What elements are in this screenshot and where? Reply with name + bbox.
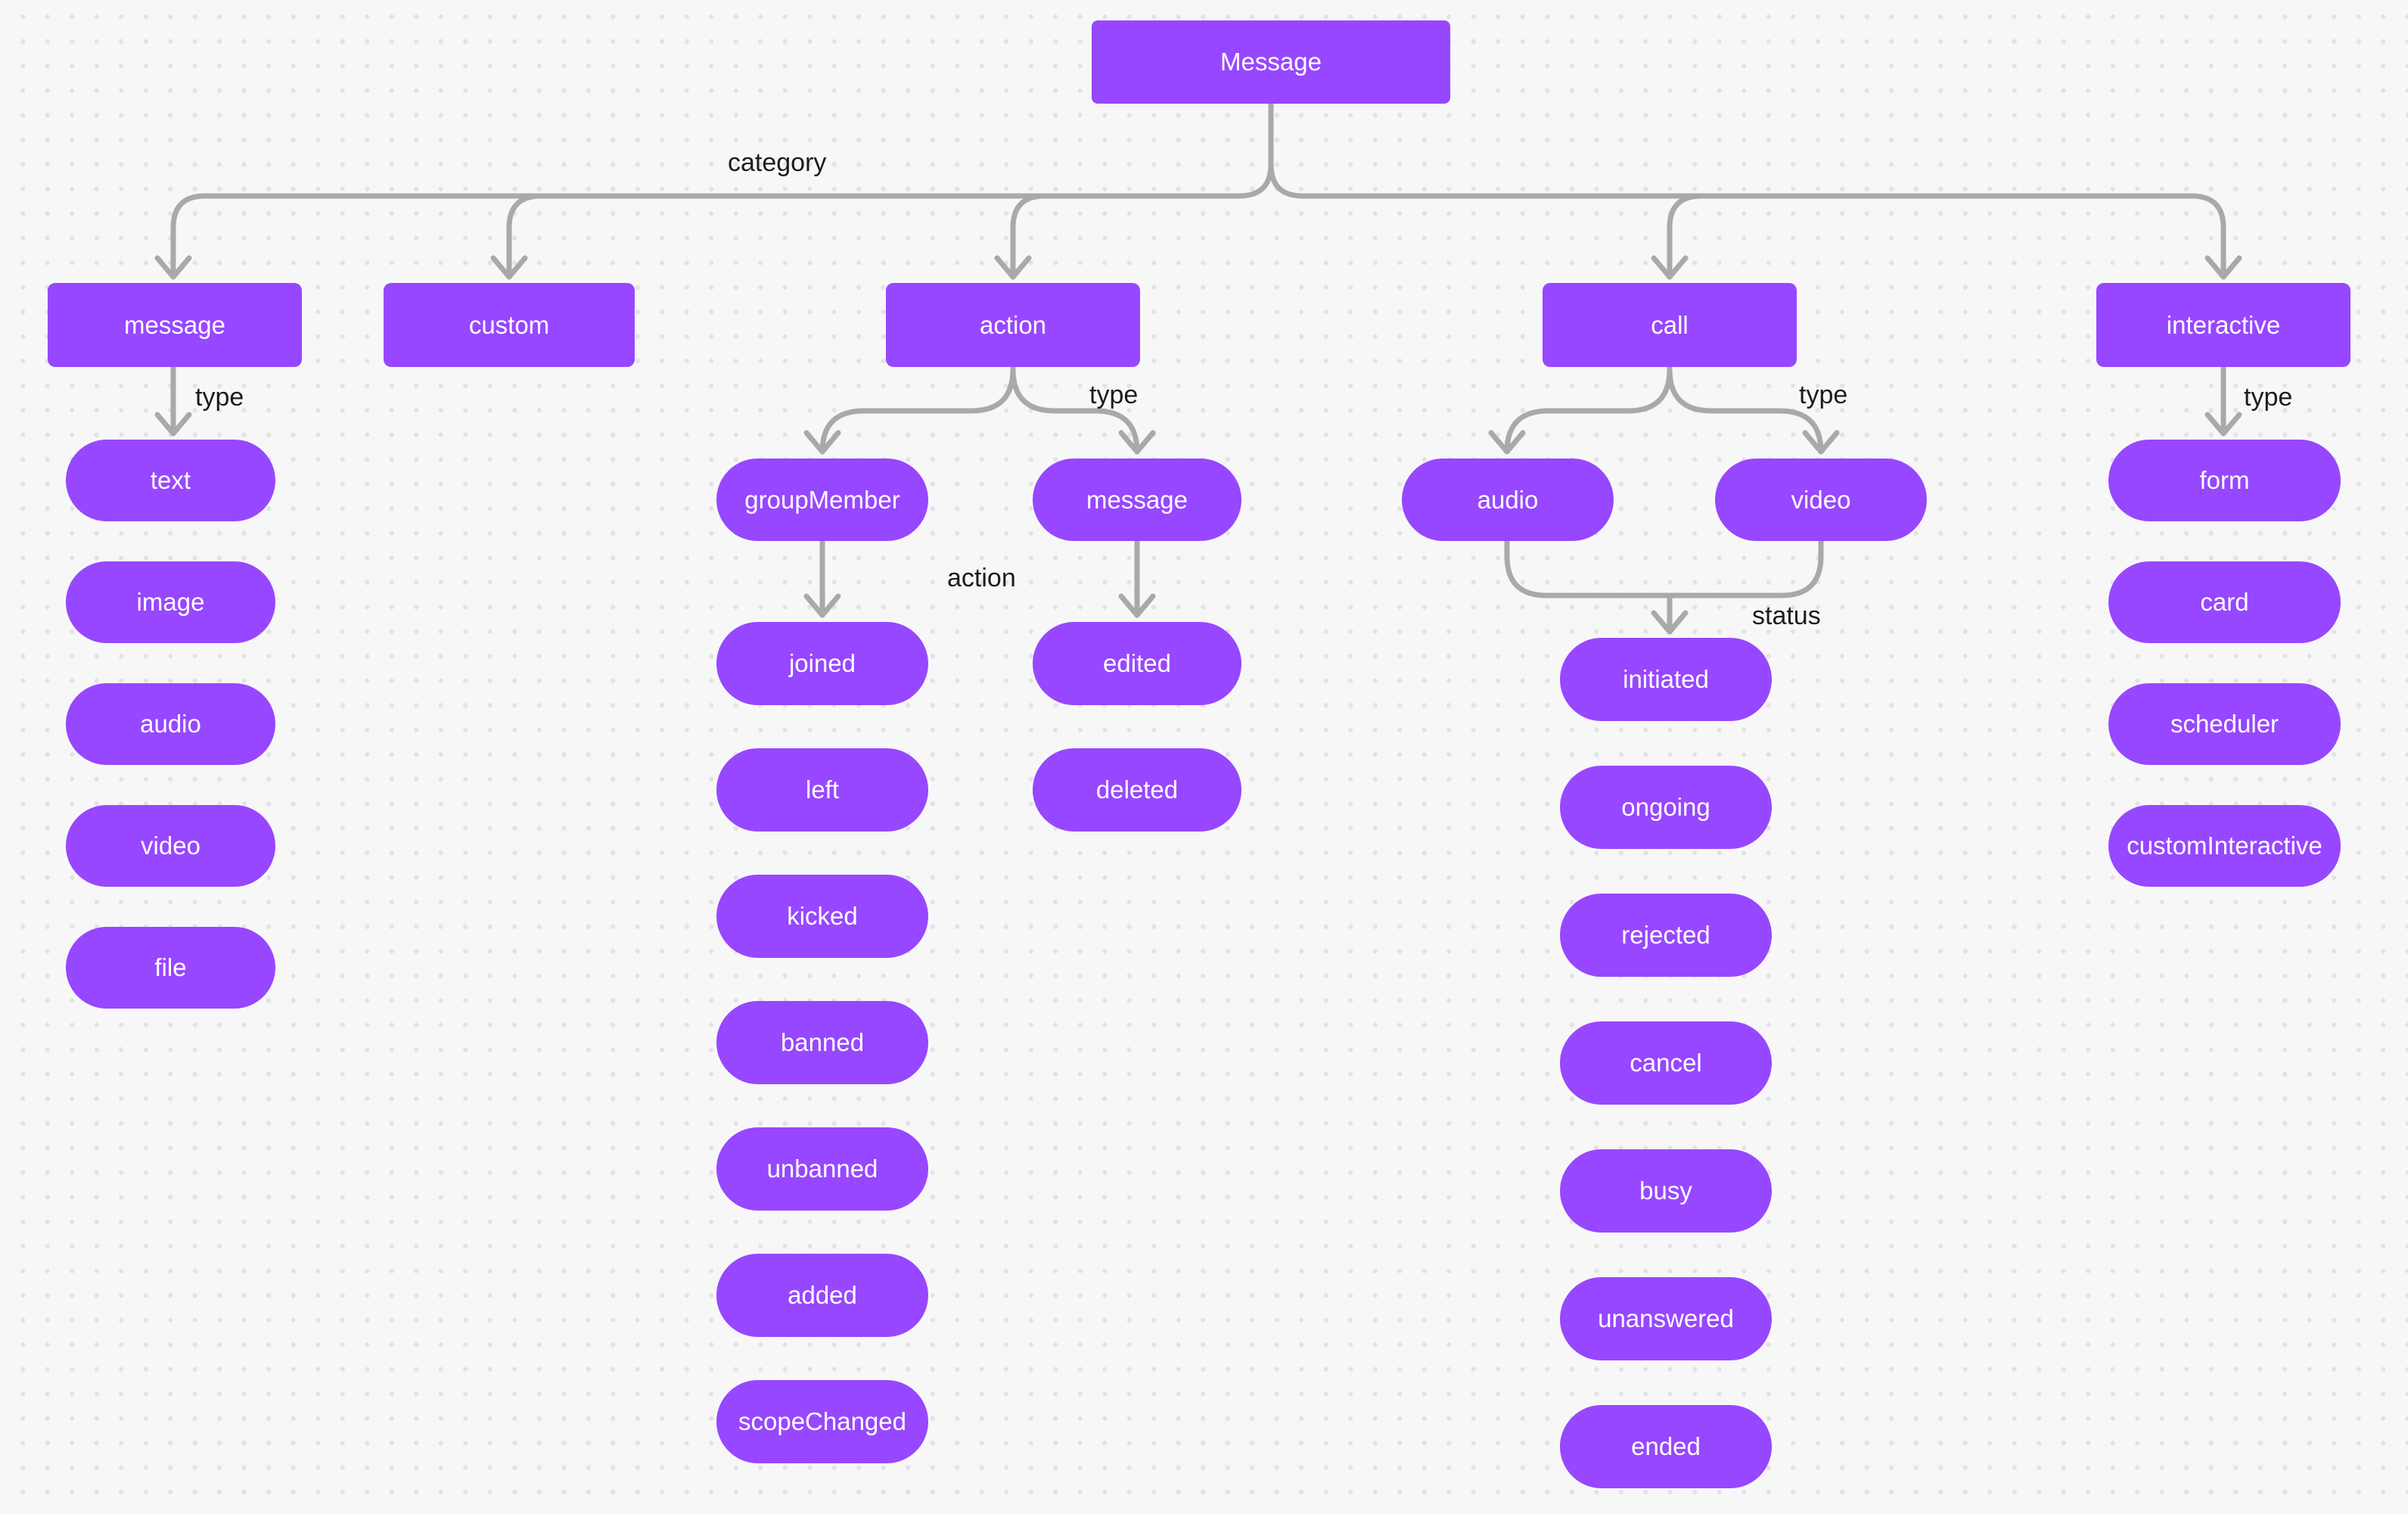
node-call-status-initiated[interactable]: initiated: [1560, 638, 1772, 721]
node-interactive-type-form[interactable]: form: [2108, 440, 2341, 521]
node-action-type-message[interactable]: message: [1033, 459, 1241, 541]
connector-interactive-type[interactable]: [2204, 364, 2242, 437]
edge-label-message-type[interactable]: type: [195, 383, 244, 412]
node-call-status-rejected[interactable]: rejected: [1560, 894, 1772, 977]
node-groupmember-action-scopechanged[interactable]: scopeChanged: [716, 1380, 928, 1463]
connector-call-split[interactable]: [1488, 364, 1840, 455]
node-call-status-ended[interactable]: ended: [1560, 1405, 1772, 1488]
node-category-interactive[interactable]: interactive: [2096, 283, 2351, 367]
edge-label-action-type[interactable]: type: [1089, 381, 1139, 409]
node-actionmessage-action-edited[interactable]: edited: [1033, 622, 1241, 705]
node-message-type-text[interactable]: text: [66, 440, 275, 521]
edge-label-call-type[interactable]: type: [1799, 381, 1848, 409]
connector-actionmessage-down[interactable]: [1118, 538, 1156, 618]
connector-root-to-categories[interactable]: [154, 101, 2242, 280]
node-call-status-unanswered[interactable]: unanswered: [1560, 1277, 1772, 1360]
node-call-type-video[interactable]: video: [1715, 459, 1927, 541]
node-groupmember-action-kicked[interactable]: kicked: [716, 875, 928, 958]
edge-label-groupmember-action[interactable]: action: [947, 564, 1016, 592]
node-call-status-busy[interactable]: busy: [1560, 1149, 1772, 1233]
node-call-status-cancel[interactable]: cancel: [1560, 1021, 1772, 1105]
node-groupmember-action-left[interactable]: left: [716, 748, 928, 832]
node-category-call[interactable]: call: [1543, 283, 1797, 367]
node-message-type-video[interactable]: video: [66, 805, 275, 887]
node-call-status-ongoing[interactable]: ongoing: [1560, 766, 1772, 849]
connector-message-type[interactable]: [154, 364, 192, 437]
node-category-action[interactable]: action: [886, 283, 1140, 367]
edge-label-interactive-type[interactable]: type: [2244, 383, 2293, 412]
node-category-message[interactable]: message: [48, 283, 302, 367]
connector-call-status-merge[interactable]: [1504, 538, 1824, 635]
node-actionmessage-action-deleted[interactable]: deleted: [1033, 748, 1241, 832]
node-interactive-type-custominteractive[interactable]: customInteractive: [2108, 805, 2341, 887]
edge-label-call-status[interactable]: status: [1752, 602, 1821, 630]
node-message-type-image[interactable]: image: [66, 561, 275, 643]
node-message-type-audio[interactable]: audio: [66, 683, 275, 765]
node-category-custom[interactable]: custom: [384, 283, 635, 367]
connector-groupmember-action[interactable]: [803, 538, 841, 618]
node-interactive-type-scheduler[interactable]: scheduler: [2108, 683, 2341, 765]
node-groupmember-action-banned[interactable]: banned: [716, 1001, 928, 1084]
node-action-type-groupmember[interactable]: groupMember: [716, 459, 928, 541]
edge-label-category[interactable]: category: [728, 148, 827, 177]
node-call-type-audio[interactable]: audio: [1402, 459, 1614, 541]
connector-action-split[interactable]: [803, 364, 1156, 455]
node-root-message[interactable]: Message: [1092, 20, 1450, 104]
node-groupmember-action-unbanned[interactable]: unbanned: [716, 1127, 928, 1211]
node-interactive-type-card[interactable]: card: [2108, 561, 2341, 643]
node-groupmember-action-added[interactable]: added: [716, 1254, 928, 1337]
node-message-type-file[interactable]: file: [66, 927, 275, 1009]
node-groupmember-action-joined[interactable]: joined: [716, 622, 928, 705]
